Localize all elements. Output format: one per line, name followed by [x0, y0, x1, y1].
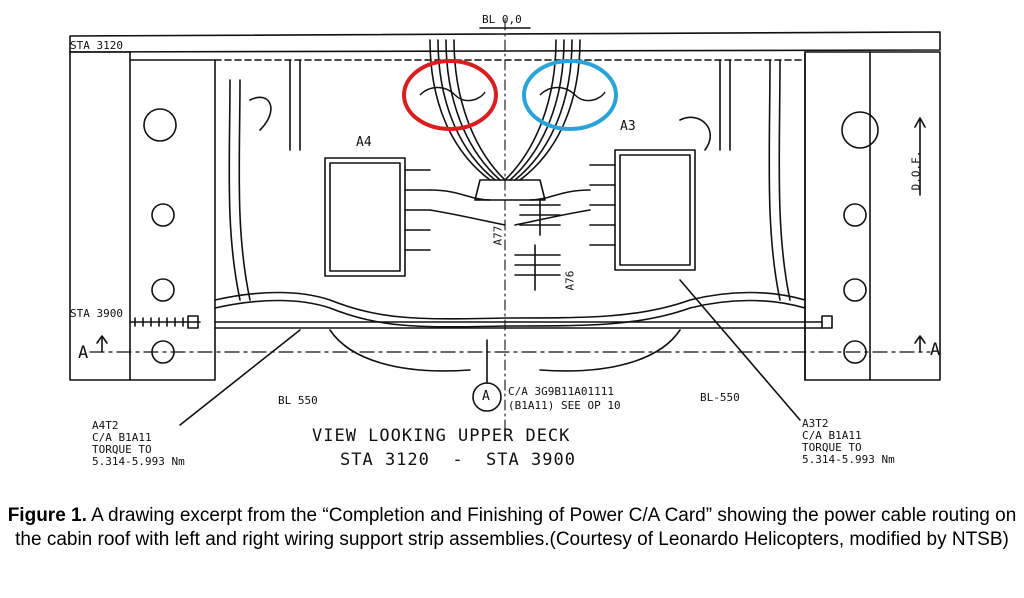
- callout-line-2: (B1A11) SEE OP 10: [508, 399, 621, 412]
- a3-label: A3: [620, 119, 636, 134]
- left-note-line-3: TORQUE TO: [92, 443, 152, 456]
- right-note-line-4: 5.314-5.993 Nm: [802, 453, 895, 466]
- wiring-diagram: BL 0,0 STA 3120 STA 3900 A A A4 A3 A77 A…: [69, 13, 942, 470]
- bl-center-label: BL 0,0: [482, 13, 522, 26]
- section-a-left-label: A: [78, 343, 90, 363]
- view-title-line-1: VIEW LOOKING UPPER DECK: [312, 426, 571, 446]
- right-panel: [804, 51, 941, 381]
- diagram-drawing: [69, 19, 941, 441]
- a4-box: [324, 157, 406, 277]
- sta-mid-label: STA 3900: [70, 307, 123, 320]
- section-a-right-label: A: [930, 340, 942, 360]
- caption-label: Figure 1.: [7, 505, 87, 526]
- a3-box: [614, 149, 696, 271]
- left-note-line-2: C/A B1A11: [92, 431, 152, 444]
- callout-line-1: C/A 3G9B11A01111: [508, 385, 614, 398]
- caption-text: A drawing excerpt from the “Completion a…: [15, 505, 1017, 550]
- right-highlight-circle: [522, 59, 618, 131]
- right-note-line-3: TORQUE TO: [802, 441, 862, 454]
- dof-label: D.O.F.: [909, 150, 923, 191]
- right-note-line-2: C/A B1A11: [802, 429, 862, 442]
- figure-caption: Figure 1. A drawing excerpt from the “Co…: [0, 504, 1024, 552]
- a76-label: A76: [563, 270, 577, 291]
- sta-top-label: STA 3120: [70, 39, 123, 52]
- left-note-line-4: 5.314-5.993 Nm: [92, 455, 185, 468]
- callout-letter: A: [482, 389, 490, 404]
- top-frame: [69, 31, 941, 53]
- left-panel: [69, 51, 131, 381]
- bl-right-label: BL-550: [700, 391, 740, 404]
- right-note-line-1: A3T2: [802, 417, 829, 430]
- bl-left-label: BL 550: [278, 394, 318, 407]
- a77-label: A77: [491, 225, 505, 246]
- left-highlight-circle: [402, 59, 498, 131]
- left-note-line-1: A4T2: [92, 419, 119, 432]
- view-title-line-2: STA 3120 - STA 3900: [340, 450, 576, 470]
- a4-label: A4: [356, 135, 372, 150]
